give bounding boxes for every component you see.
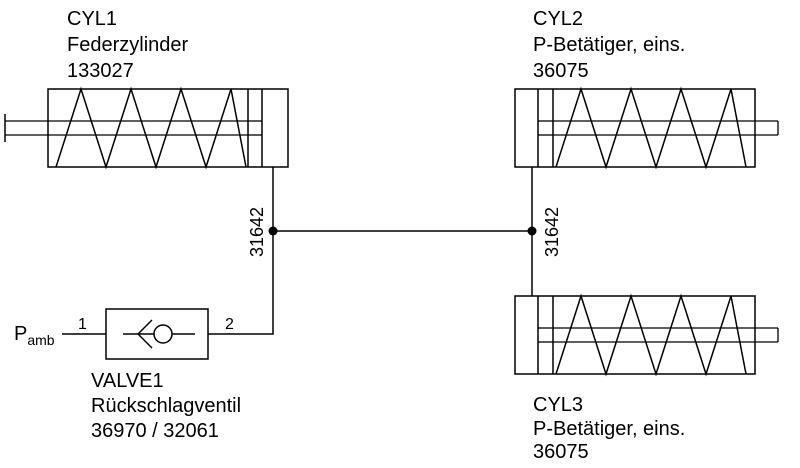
cyl2-tag: CYL2 — [533, 8, 583, 30]
junction-left — [268, 226, 278, 236]
cyl1-part: 133027 — [67, 60, 134, 82]
valve1-tag: VALVE1 — [91, 370, 164, 392]
cyl1-spring — [55, 86, 247, 170]
cyl1-tag: CYL1 — [67, 8, 117, 30]
cylinder-cyl3[interactable] — [514, 293, 779, 377]
cyl1-name: Federzylinder — [67, 34, 189, 56]
cyl3-name: P-Betätiger, eins. — [533, 418, 685, 440]
cyl3-part: 36075 — [533, 441, 589, 463]
valve1-part: 36970 / 32061 — [91, 420, 219, 442]
cyl3-spring — [555, 293, 747, 377]
cyl3-tag: CYL3 — [533, 394, 583, 416]
cyl2-spring — [555, 86, 747, 170]
ambient-subscript: amb — [27, 332, 54, 348]
cyl2-name: P-Betätiger, eins. — [533, 34, 685, 56]
valve-valve1[interactable] — [105, 308, 209, 360]
junction-right — [527, 226, 537, 236]
tube-valve-to-cyl1 — [208, 167, 274, 335]
tube-label-right: 31642 — [542, 207, 562, 257]
cyl3-body — [514, 295, 756, 375]
tubing — [62, 167, 537, 335]
cyl2-part: 36075 — [533, 60, 589, 82]
valve1-seat-lower — [137, 333, 153, 349]
tube-label-left: 31642 — [247, 207, 267, 257]
valve1-ball — [153, 324, 173, 344]
cylinder-cyl2[interactable] — [514, 86, 779, 170]
ambient-symbol: P — [14, 323, 27, 345]
valve1-port-out-label: 2 — [225, 316, 234, 333]
cyl1-body — [47, 88, 289, 168]
cyl2-body — [514, 88, 756, 168]
valve1-name: Rückschlagventil — [91, 395, 241, 417]
ambient-pressure-label: Pamb — [14, 323, 55, 348]
valve1-seat-upper — [137, 319, 153, 335]
valve1-port-in-label: 1 — [78, 316, 87, 333]
cylinder-cyl1[interactable] — [4, 86, 289, 170]
